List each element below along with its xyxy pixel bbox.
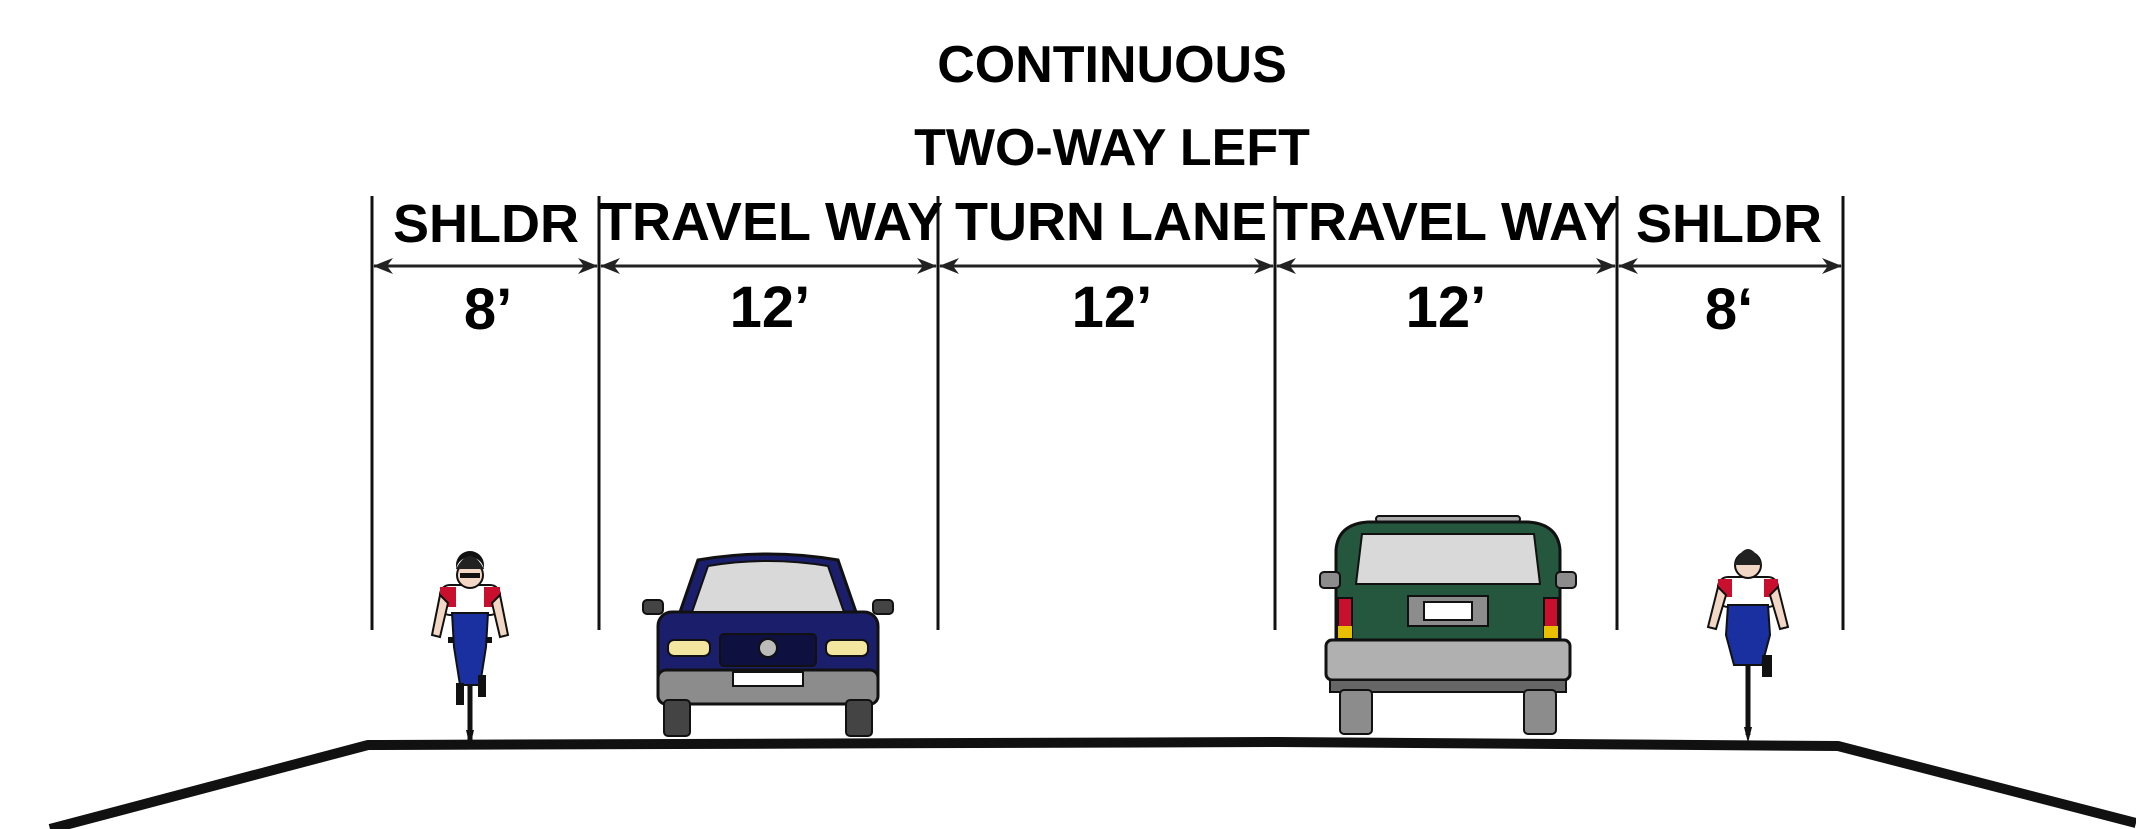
cyclist-icon <box>1706 549 1790 743</box>
lane-width-travel-way-right: 12’ <box>1406 275 1487 340</box>
title-line-1: CONTINUOUS <box>937 36 1287 94</box>
title-line-2: TWO-WAY LEFT <box>914 119 1310 177</box>
lane-label-shoulder-left: SHLDR <box>393 194 579 254</box>
cyclist-icon <box>430 551 510 747</box>
lane-width-turn-lane: 12’ <box>1072 275 1153 340</box>
lane-width-shoulder-left: 8’ <box>464 277 512 342</box>
suv-rear-icon <box>1319 515 1577 735</box>
lane-label-travel-way-left: TRAVEL WAY <box>599 192 943 252</box>
lane-width-shoulder-right: 8‘ <box>1705 277 1753 342</box>
lane-label-travel-way-right: TRAVEL WAY <box>1275 192 1619 252</box>
road-surface <box>48 737 2136 829</box>
lane-width-travel-way-left: 12’ <box>730 275 811 340</box>
lane-label-shoulder-right: SHLDR <box>1636 194 1822 254</box>
sedan-front-icon <box>642 552 894 737</box>
lane-label-turn-lane: TURN LANE <box>955 192 1267 252</box>
lane-dividers <box>370 196 1845 630</box>
